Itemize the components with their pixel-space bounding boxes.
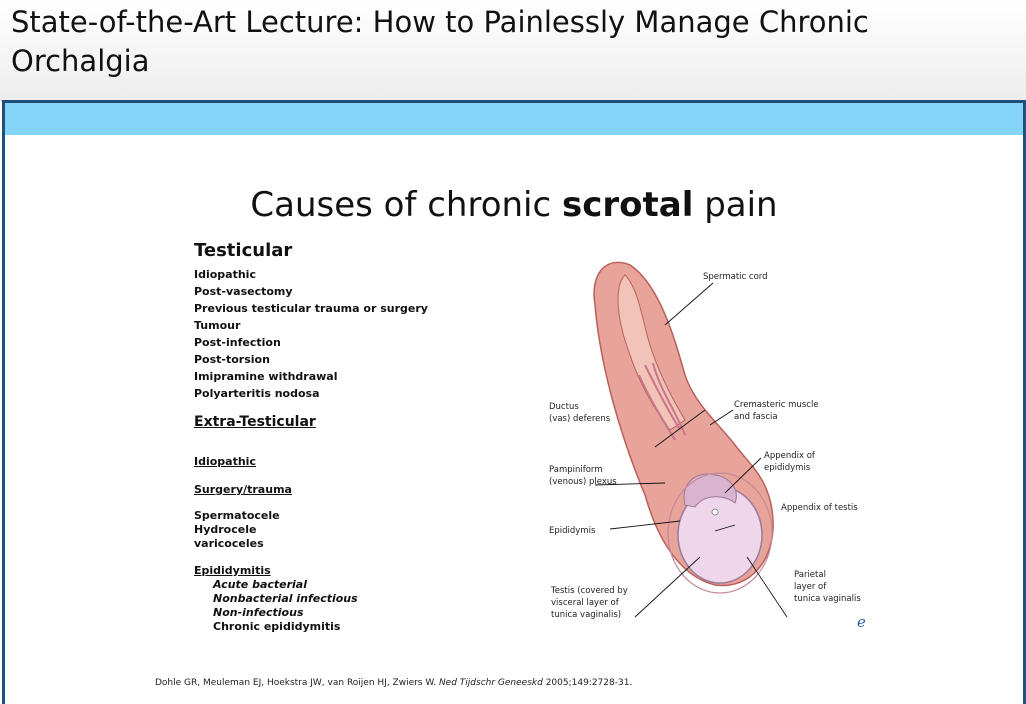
list-item: Imipramine withdrawal: [194, 370, 338, 383]
pointer-line: [609, 520, 681, 530]
label-testis-3: tunica vaginalis): [551, 610, 621, 620]
list-item: Spermatocele: [194, 509, 280, 522]
list-item: Post-infection: [194, 336, 281, 349]
slide-title-prefix: Causes of chronic: [250, 185, 563, 225]
list-item: Nonbacterial infectious: [213, 592, 358, 605]
list-item: Hydrocele: [194, 523, 257, 536]
label-testis: Testis (covered by: [550, 586, 628, 596]
list-item: Idiopathic: [194, 268, 256, 281]
label-appendix-epididymis: Appendix of: [764, 451, 816, 461]
citation-rest: 2005;149:2728-31.: [542, 678, 633, 688]
citation-journal: Ned Tijdschr Geneeskd: [438, 678, 543, 688]
appendix-testis-shape: [711, 508, 719, 516]
list-item: varicoceles: [194, 537, 264, 550]
extra-testicular-list: Idiopathic Surgery/trauma Spermatocele H…: [194, 453, 358, 634]
list-item: Acute bacterial: [213, 578, 307, 591]
list-item: Tumour: [194, 319, 241, 332]
label-pampiniform-2: (venous) plexus: [549, 477, 617, 487]
list-item-surgery: Surgery/trauma: [194, 483, 292, 496]
epididymis-shape: [683, 473, 737, 508]
header-bar: State-of-the-Art Lecture: How to Painles…: [0, 0, 1026, 101]
pointer-lines: [594, 282, 788, 618]
publisher-logo: e: [857, 613, 866, 631]
label-pampiniform: Pampiniform: [549, 465, 603, 475]
pointer-line: [594, 482, 666, 486]
epididymitis-heading: Epididymitis: [194, 564, 271, 577]
pointer-line: [654, 409, 706, 448]
label-parietal: Parietal: [794, 570, 826, 580]
slide-title-suffix: pain: [693, 185, 778, 225]
label-testis-2: visceral layer of: [551, 598, 620, 608]
page-title: State-of-the-Art Lecture: How to Painles…: [11, 5, 869, 78]
citation-authors: Dohle GR, Meuleman EJ, Hoekstra JW, van …: [155, 678, 439, 688]
label-cremasteric: Cremasteric muscle: [734, 400, 819, 410]
tunica-vaginalis-shape: [667, 472, 773, 594]
extra-testicular-heading: Extra-Testicular: [194, 414, 316, 430]
pointer-line: [634, 556, 701, 618]
label-epididymis: Epididymis: [549, 526, 596, 536]
label-appendix-testis: Appendix of testis: [781, 503, 858, 513]
slide-canvas: Causes of chronic scrotal pain Testicula…: [5, 135, 1023, 704]
citation: Dohle GR, Meuleman EJ, Hoekstra JW, van …: [155, 678, 632, 688]
testicular-heading: Testicular: [194, 240, 293, 261]
slide-top-bar: [5, 103, 1023, 135]
list-item: Previous testicular trauma or surgery: [194, 302, 428, 315]
label-cremasteric-2: and fascia: [734, 412, 778, 422]
pointer-line: [664, 282, 714, 326]
pointer-line: [724, 457, 762, 494]
pointer-line: [714, 524, 736, 532]
label-parietal-3: tunica vaginalis: [794, 594, 861, 604]
testicular-list: Idiopathic Post-vasectomy Previous testi…: [194, 266, 428, 402]
label-appendix-epididymis-2: epididymis: [764, 463, 811, 473]
label-ductus: Ductus: [549, 402, 579, 412]
list-item: Polyarteritis nodosa: [194, 387, 320, 400]
label-ductus-2: (vas) deferens: [549, 414, 611, 424]
pointer-line: [709, 409, 734, 426]
label-spermatic-cord: Spermatic cord: [703, 272, 768, 282]
list-item-idiopathic: Idiopathic: [194, 455, 256, 468]
list-item: Non-infectious: [213, 606, 304, 619]
list-item: Post-torsion: [194, 353, 270, 366]
slide-title: Causes of chronic scrotal pain: [5, 185, 1023, 225]
list-item: Post-vasectomy: [194, 285, 293, 298]
list-item: Chronic epididymitis: [213, 620, 341, 633]
pointer-line: [746, 556, 788, 618]
scrotal-anatomy-diagram: Spermatic cord Cremasteric muscle and fa…: [549, 261, 861, 620]
slide-title-bold: scrotal: [562, 185, 694, 225]
slide-frame: Causes of chronic scrotal pain Testicula…: [2, 100, 1026, 704]
label-parietal-2: layer of: [794, 582, 827, 592]
